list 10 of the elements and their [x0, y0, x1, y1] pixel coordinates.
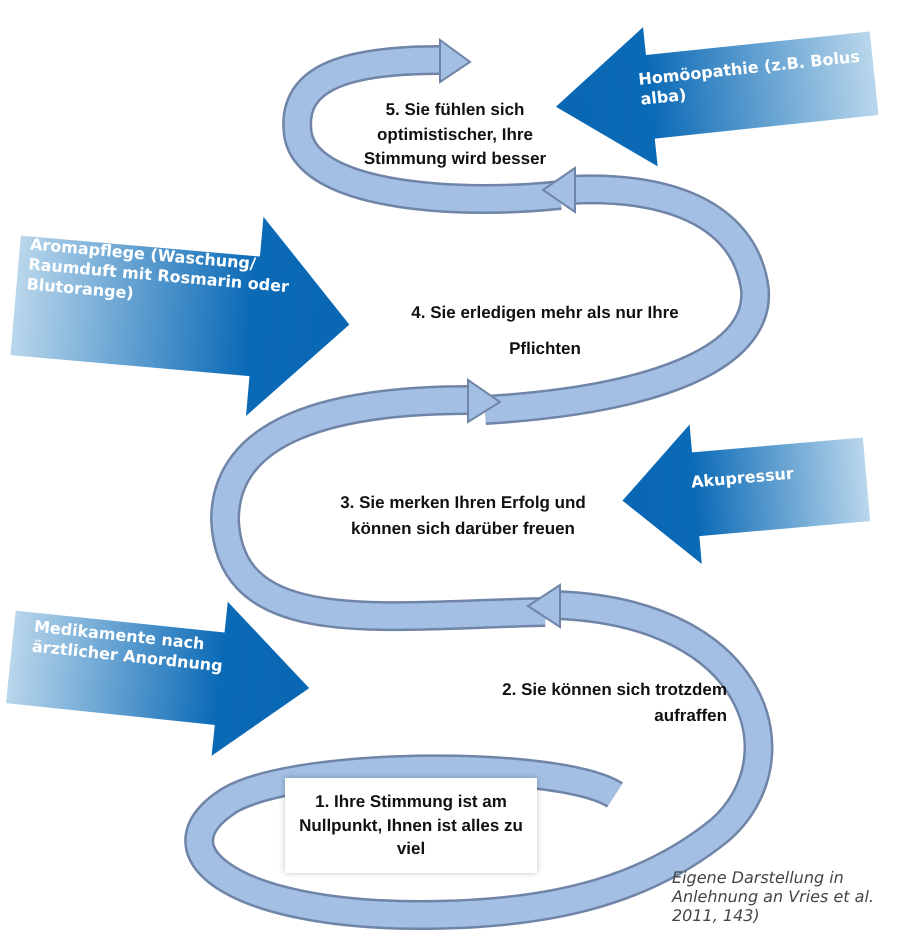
step-text: 3. Sie merken Ihren Erfolg und können sich darüber freuen: [339, 492, 587, 540]
step-text: 2. Sie können sich trotzdem aufraffen: [501, 679, 727, 728]
step-box: 1. Ihre Stimmung ist am Nullpunkt, Ihnen ist alles zu viel: [285, 778, 537, 873]
arrow-label: Akupressur: [690, 462, 796, 493]
step-text: 5. Sie fühlen sich optimistischer, Ihre Stimmung wird besser: [362, 99, 548, 170]
arrow-label: Medikamente nach ärztlicher Anordnung: [30, 616, 225, 678]
source-caption: Eigene Darstellung in Anlehnung an Vries et al. 2011, 143): [672, 868, 875, 926]
arrow-label: Aromapflege (Waschung/ Raumduft mit Rosmarin oder Blutorange): [26, 234, 291, 305]
step-text: 4. Sie erledigen mehr als nur Ihre Pflichten: [410, 302, 680, 360]
arrow-label: Homöopathie (z.B. Bolus alba): [637, 46, 862, 110]
